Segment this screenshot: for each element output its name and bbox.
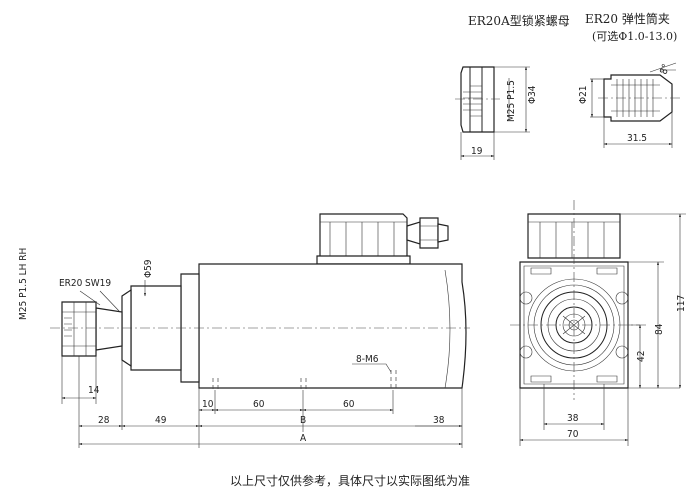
front-dim-84: 84: [654, 323, 665, 335]
dim-28: 28: [98, 415, 110, 426]
collet-range: (可选Φ1.0-13.0): [592, 30, 677, 43]
front-dim-38: 38: [567, 413, 579, 424]
nut-title: ER20A型锁紧螺母: [468, 13, 570, 28]
sw19-label: SW19: [85, 278, 111, 289]
footnote: 以上尺寸仅供参考，具体尺寸以实际图纸为准: [229, 474, 470, 488]
bolt-label: 8-M6: [356, 354, 379, 365]
nut-thread-label: M25 P1.5: [506, 80, 517, 122]
dim-A: A: [300, 433, 307, 444]
dim-10: 10: [202, 399, 214, 410]
front-dim-117: 117: [676, 295, 687, 312]
front-dimensions: 38 70 42 84 117: [519, 213, 687, 446]
dim-14: 14: [88, 385, 100, 396]
front-dim-70: 70: [567, 429, 579, 440]
lock-nut-view: ER20A型锁紧螺母 Φ34 M25 P1.5 19: [455, 13, 570, 160]
dim-B: B: [300, 415, 306, 426]
er20-label: ER20: [59, 278, 83, 289]
collet-dia-label: Φ21: [578, 85, 589, 104]
dim-49: 49: [155, 415, 167, 426]
collet-title: ER20 弹性筒夹: [585, 11, 670, 26]
collet-length-label: 31.5: [627, 133, 647, 144]
collet-view: ER20 弹性筒夹 (可选Φ1.0-13.0) Φ21 8° 31.5: [578, 11, 680, 148]
side-thread-label: M25 P1.5 LH RH: [18, 248, 29, 320]
dia59-label: Φ59: [143, 259, 154, 278]
spindle-side-view: M25 P1.5 LH RH ER20 SW19 Φ59 8-M6 14 28 …: [18, 213, 470, 448]
nut-dia-label: Φ34: [527, 85, 538, 104]
front-dim-42: 42: [636, 351, 647, 362]
spindle-front-view: 38 70 42 84 117: [510, 200, 687, 446]
dim-60b: 60: [343, 399, 355, 410]
dim-60a: 60: [253, 399, 265, 410]
dim-38: 38: [433, 415, 445, 426]
side-dimensions: 14 28 49 10 60 60 B 38 A: [61, 356, 463, 448]
collet-angle-label: 8°: [658, 63, 672, 76]
nut-width-label: 19: [471, 146, 483, 157]
